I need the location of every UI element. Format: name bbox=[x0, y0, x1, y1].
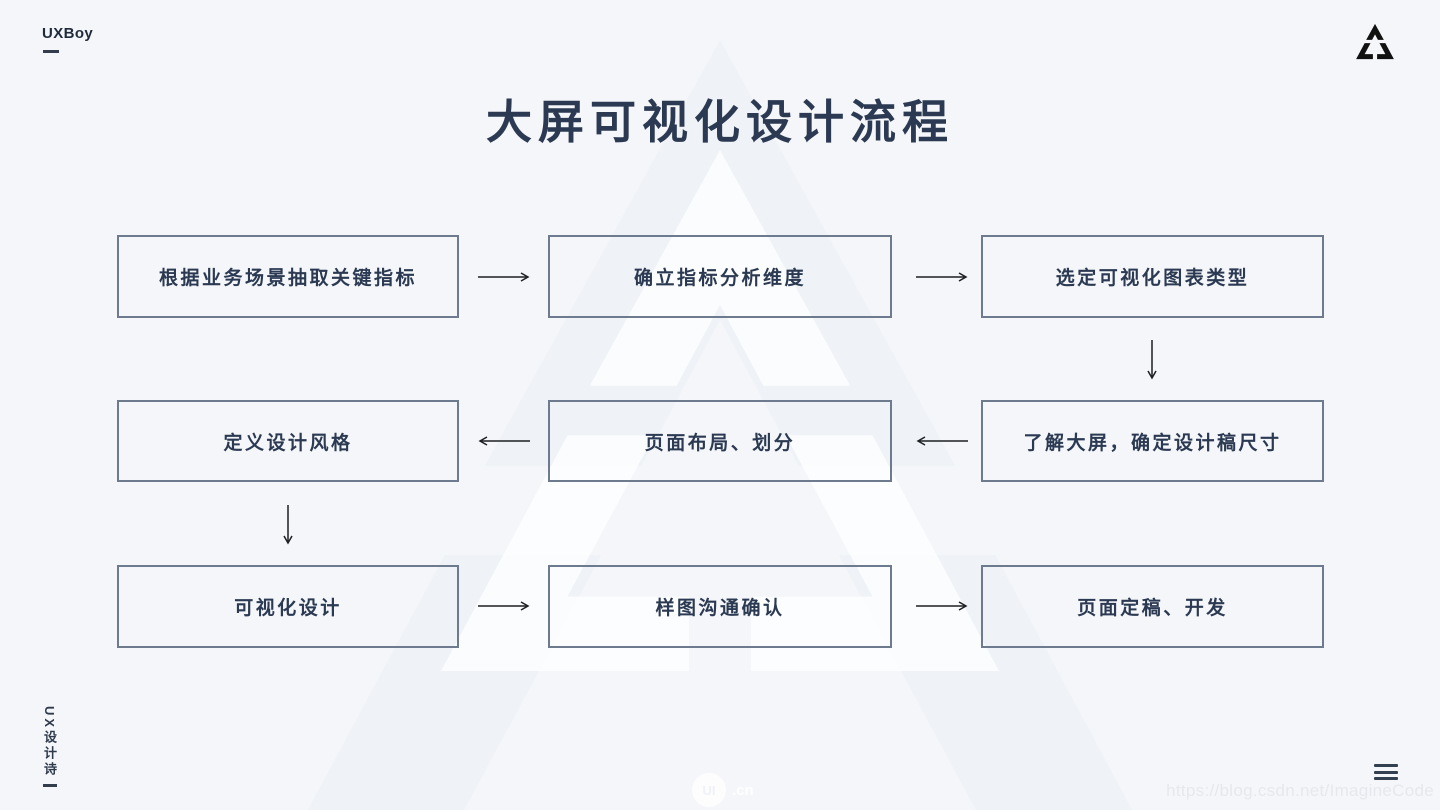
uicn-cn-text: .cn bbox=[732, 781, 754, 799]
flow-step-7-label: 可视化设计 bbox=[234, 598, 342, 619]
uicn-watermark: UI .cn bbox=[692, 773, 754, 807]
arrow-right-icon bbox=[914, 598, 970, 614]
flow-step-8-label: 样图沟通确认 bbox=[655, 598, 785, 619]
vertical-brand-dash bbox=[43, 784, 57, 787]
hamburger-bar bbox=[1374, 764, 1398, 767]
arrow-right-icon bbox=[914, 269, 970, 285]
flow-step-3-label: 选定可视化图表类型 bbox=[1055, 268, 1250, 289]
hamburger-bar bbox=[1374, 770, 1398, 774]
arrow-right-icon bbox=[476, 598, 532, 614]
flow-step-2-label: 确立指标分析维度 bbox=[633, 268, 806, 289]
flow-step-2: 确立指标分析维度 bbox=[548, 235, 892, 318]
hamburger-bar bbox=[1374, 777, 1398, 780]
uicn-circle-logo: UI bbox=[692, 773, 726, 807]
brand-dash bbox=[43, 50, 59, 53]
hamburger-icon[interactable] bbox=[1374, 764, 1398, 780]
flow-step-1: 根据业务场景抽取关键指标 bbox=[117, 235, 459, 318]
flow-step-6-label: 了解大屏，确定设计稿尺寸 bbox=[1023, 432, 1282, 454]
triangle-logo-icon bbox=[1354, 21, 1396, 62]
flow-step-4: 定义设计风格 bbox=[117, 400, 459, 482]
flow-step-6: 了解大屏，确定设计稿尺寸 bbox=[981, 400, 1324, 482]
arrow-down-icon bbox=[1144, 338, 1160, 382]
flow-step-1-label: 根据业务场景抽取关键指标 bbox=[158, 268, 417, 289]
arrow-right-icon bbox=[476, 269, 532, 285]
page-title: 大屏可视化设计流程 bbox=[486, 96, 954, 148]
flow-step-3: 选定可视化图表类型 bbox=[981, 235, 1324, 318]
flow-step-5: 页面布局、划分 bbox=[548, 400, 892, 482]
brand-name: UXBoy bbox=[42, 25, 94, 42]
arrow-down-icon bbox=[280, 503, 296, 547]
flow-step-7: 可视化设计 bbox=[117, 565, 459, 648]
csdn-url-watermark: https://blog.csdn.net/ImagineCode bbox=[1166, 781, 1434, 800]
arrow-left-icon bbox=[476, 433, 532, 449]
flow-step-4-label: 定义设计风格 bbox=[223, 432, 353, 454]
flow-step-9-label: 页面定稿、开发 bbox=[1077, 598, 1228, 619]
flow-step-5-label: 页面布局、划分 bbox=[644, 432, 796, 454]
vertical-brand-name: UX设计诗 bbox=[42, 706, 57, 779]
flow-step-8: 样图沟通确认 bbox=[548, 565, 892, 648]
arrow-left-icon bbox=[914, 433, 970, 449]
flow-step-9: 页面定稿、开发 bbox=[981, 565, 1324, 648]
